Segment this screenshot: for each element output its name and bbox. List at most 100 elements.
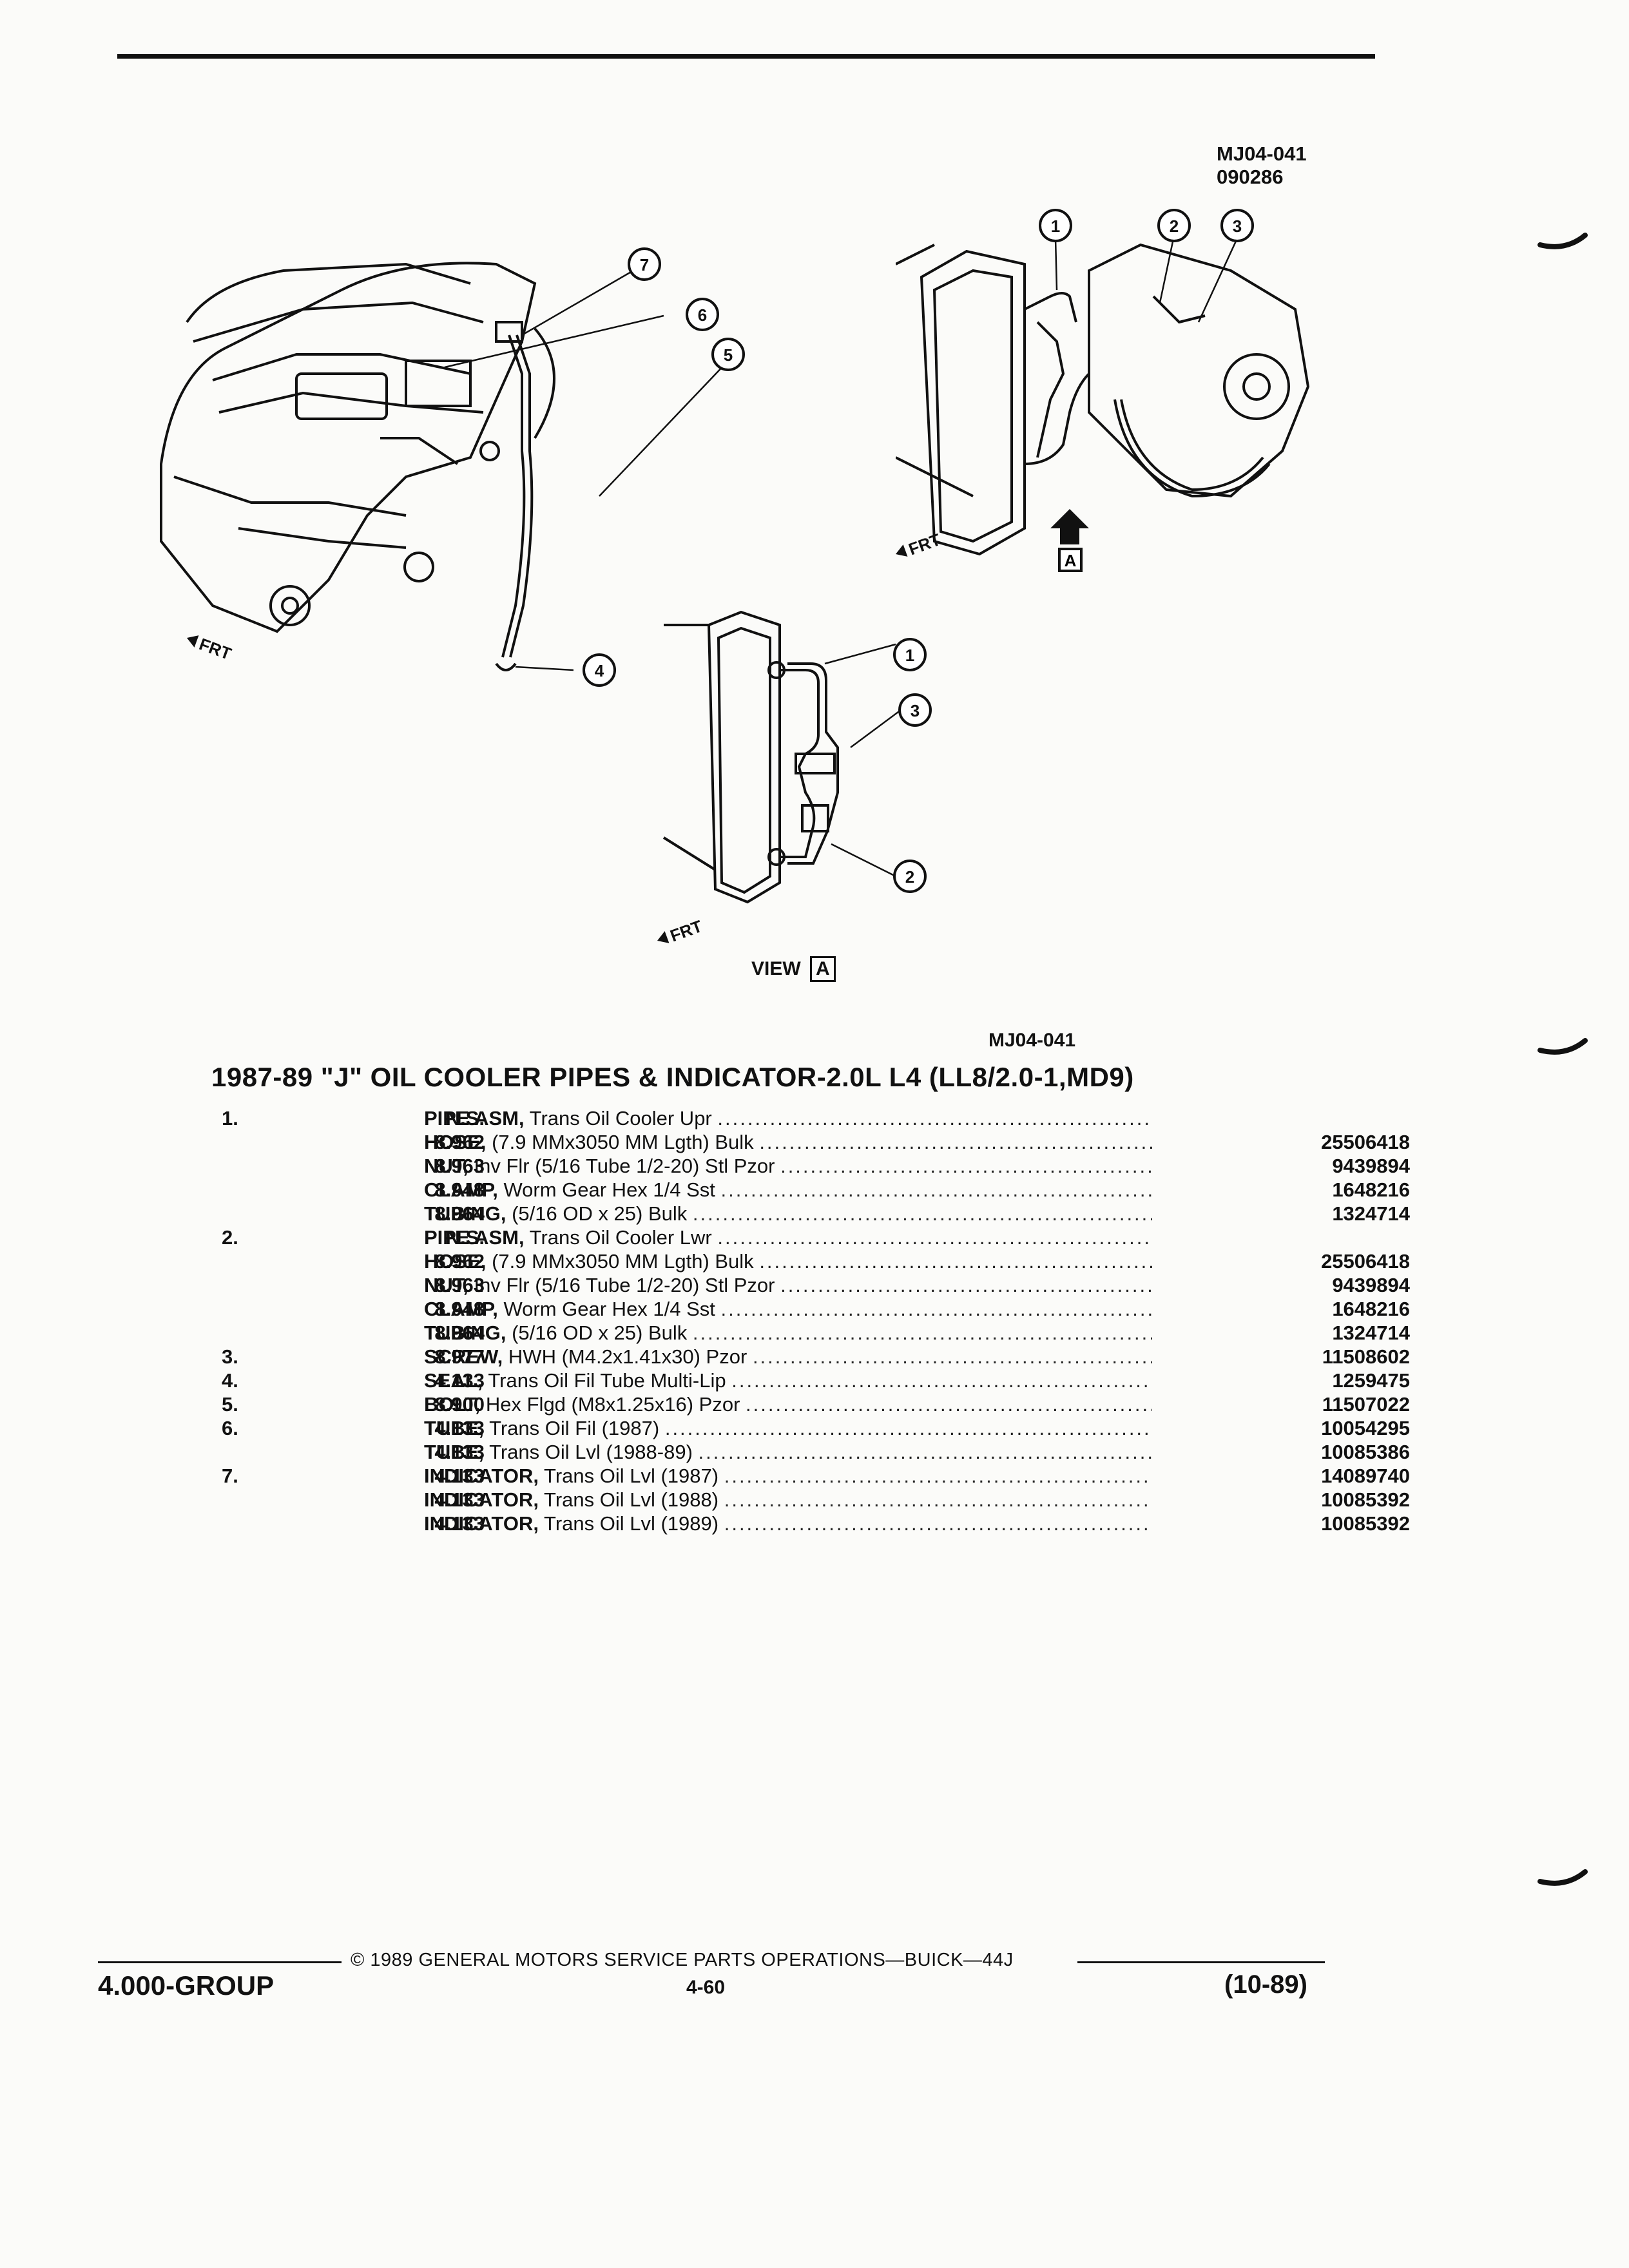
part-group: 8.900 — [434, 1393, 485, 1416]
part-ref: 6. — [222, 1417, 238, 1439]
part-number: 10085392 — [1321, 1512, 1410, 1535]
part-group: 8.977 — [434, 1345, 485, 1368]
part-group: 4.133 — [434, 1417, 485, 1439]
part-description: HOSE, (7.9 MMx3050 MM Lgth) Bulk .......… — [424, 1131, 1152, 1153]
part-ref: 7. — [222, 1465, 238, 1487]
parts-list: 1.N.S.PIPE ASM, Trans Oil Cooler Upr ...… — [206, 1107, 1410, 1536]
radiator-transmission-illustration: 1 2 3 A FRT — [896, 193, 1360, 580]
part-name: PIPE ASM, — [424, 1107, 525, 1129]
part-group: N.S. — [445, 1226, 485, 1249]
part-number: 1324714 — [1332, 1202, 1410, 1225]
part-description: INDICATOR, Trans Oil Lvl (1988) ........… — [424, 1488, 1152, 1511]
part-number: 1324714 — [1332, 1321, 1410, 1344]
figure-code: MJ04-041 — [1217, 142, 1307, 165]
part-ref: 3. — [222, 1345, 238, 1368]
part-name: INDICATOR, — [424, 1512, 539, 1535]
part-description: PIPE ASM, Trans Oil Cooler Lwr .........… — [424, 1226, 1152, 1249]
part-number: 10085392 — [1321, 1488, 1410, 1511]
section-title: 1987-89 "J" OIL COOLER PIPES & INDICATOR… — [211, 1062, 1134, 1092]
view-arrow-icon — [1050, 509, 1089, 544]
view-callout-1: 1 — [905, 646, 914, 665]
part-name: TUBING, — [424, 1321, 506, 1344]
view-label: VIEW — [751, 958, 801, 979]
view-callout-2: 2 — [905, 867, 914, 887]
part-group: 8.962 — [434, 1250, 485, 1273]
part-description: CLAMP, Worm Gear Hex 1/4 Sst ...........… — [424, 1178, 1152, 1201]
view-callout-3: 3 — [911, 701, 920, 720]
part-ref: 4. — [222, 1369, 238, 1392]
part-detail: (7.9 MMx3050 MM Lgth) Bulk — [492, 1250, 754, 1273]
part-detail: Trans Oil Lvl (1987) — [544, 1465, 719, 1487]
engine-illustration: 7 6 5 4 FRT — [135, 245, 812, 709]
callout-5: 5 — [724, 345, 733, 365]
part-description: INDICATOR, Trans Oil Lvl (1989) ........… — [424, 1512, 1152, 1535]
part-description: SEAL, Trans Oil Fil Tube Multi-Lip .....… — [424, 1369, 1152, 1392]
front-arrow-icon-2 — [896, 544, 908, 557]
part-detail: Trans Oil Fil (1987) — [489, 1417, 660, 1439]
part-detail: Trans Oil Cooler Lwr — [529, 1226, 712, 1249]
part-detail: HWH (M4.2x1.41x30) Pzor — [508, 1345, 747, 1368]
part-group: 8.948 — [434, 1178, 485, 1201]
part-name: CLAMP, — [424, 1178, 498, 1201]
part-group: 8.948 — [434, 1298, 485, 1320]
view-caption: VIEW A — [751, 956, 836, 982]
part-description: TUBING, (5/16 OD x 25) Bulk ............… — [424, 1321, 1152, 1344]
footer-rule-left — [98, 1961, 342, 1963]
part-number: 1648216 — [1332, 1298, 1410, 1320]
part-group: 8.964 — [434, 1202, 485, 1225]
part-number: 14089740 — [1321, 1465, 1410, 1487]
footer-page-number: 4-60 — [686, 1977, 726, 1998]
part-group: 8.964 — [434, 1321, 485, 1344]
frt-label: FRT — [197, 634, 234, 664]
part-name: INDICATOR, — [424, 1488, 539, 1511]
part-number: 10085386 — [1321, 1441, 1410, 1463]
part-name: HOSE, — [424, 1250, 487, 1273]
part-detail: Trans Oil Cooler Upr — [529, 1107, 712, 1129]
view-a-illustration: 1 3 2 FRT — [644, 599, 1005, 960]
part-description: TUBE, Trans Oil Fil (1987) .............… — [424, 1417, 1152, 1439]
callout-2: 2 — [1170, 216, 1179, 236]
part-group: 8.963 — [434, 1155, 485, 1177]
callout-4: 4 — [595, 661, 604, 680]
part-row: 1.N.S.PIPE ASM, Trans Oil Cooler Upr ...… — [206, 1107, 1211, 1131]
part-description: BOLT, Hex Flgd (M8x1.25x16) Pzor .......… — [424, 1393, 1152, 1416]
part-ref: 5. — [222, 1393, 238, 1416]
callout-7: 7 — [640, 255, 649, 274]
part-description: PIPE ASM, Trans Oil Cooler Upr .........… — [424, 1107, 1152, 1129]
part-detail: Trans Oil Lvl (1989) — [544, 1512, 719, 1535]
part-name: NUT, — [424, 1274, 468, 1296]
footer-date: (10-89) — [1224, 1970, 1307, 1999]
part-name: SCREW, — [424, 1345, 503, 1368]
part-name: SEAL, — [424, 1369, 483, 1392]
part-description: SCREW, HWH (M4.2x1.41x30) Pzor .........… — [424, 1345, 1152, 1368]
callout-1: 1 — [1051, 216, 1060, 236]
part-detail: Worm Gear Hex 1/4 Sst — [503, 1178, 715, 1201]
frt-label-3: FRT — [668, 916, 705, 946]
part-group: 8.962 — [434, 1131, 485, 1153]
part-name: PIPE ASM, — [424, 1226, 525, 1249]
part-group: 4.133 — [434, 1465, 485, 1487]
part-name: INDICATOR, — [424, 1465, 539, 1487]
part-name: TUBE, — [424, 1417, 484, 1439]
front-arrow-icon-3 — [657, 931, 670, 943]
footer-rule-right — [1077, 1961, 1325, 1963]
callout-6: 6 — [698, 305, 707, 325]
part-name: HOSE, — [424, 1131, 487, 1153]
part-description: INDICATOR, Trans Oil Lvl (1987) ........… — [424, 1465, 1152, 1487]
part-detail: Trans Oil Lvl (1988) — [544, 1488, 719, 1511]
part-number: 11508602 — [1322, 1345, 1410, 1368]
part-detail: (7.9 MMx3050 MM Lgth) Bulk — [492, 1131, 754, 1153]
footer-group: 4.000-GROUP — [98, 1970, 275, 2001]
part-number: 1648216 — [1332, 1178, 1410, 1201]
